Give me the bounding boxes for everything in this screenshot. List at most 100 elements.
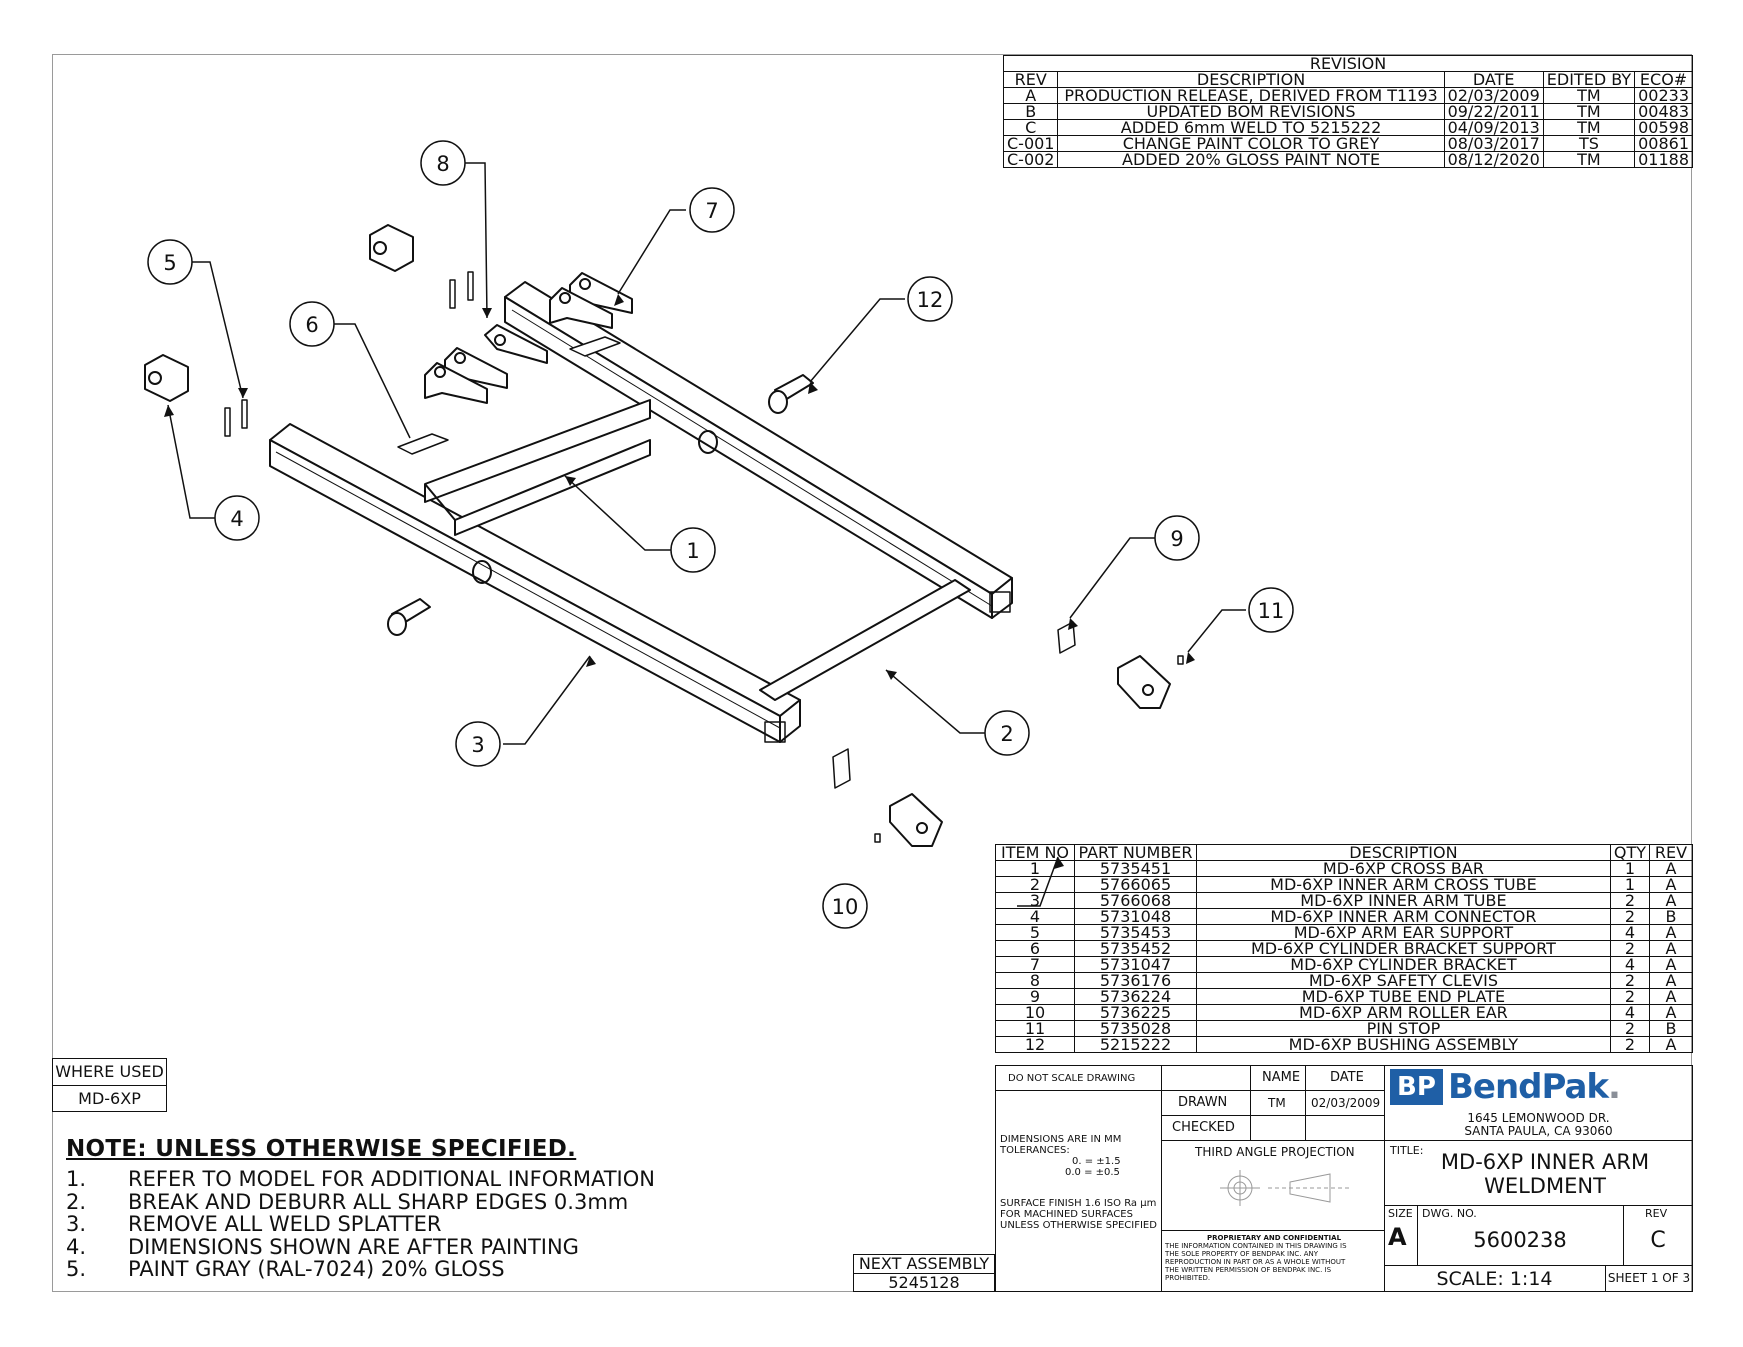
revision-cell: TS (1542, 135, 1636, 152)
bom-cell: MD-6XP CYLINDER BRACKET SUPPORT (1196, 940, 1611, 957)
balloon-label: 2 (1000, 722, 1013, 746)
drawn-date: 02/03/2009 (1311, 1096, 1381, 1110)
drawn-name: TM (1268, 1096, 1286, 1110)
cylinder-bracket-support (397, 433, 449, 455)
safety-clevis (484, 324, 548, 364)
note-item: 4.DIMENSIONS SHOWN ARE AFTER PAINTING (66, 1234, 579, 1259)
cross-bar (424, 399, 651, 536)
bom-cell: A (1649, 940, 1693, 957)
bp-logo-mark: BP (1390, 1069, 1443, 1105)
inner-arm-cross-tube (504, 281, 1013, 619)
balloon-label: 3 (471, 733, 484, 757)
next-assembly-value: 5245128 (888, 1273, 960, 1292)
balloon-label: 7 (705, 199, 718, 223)
revision-cell: TM (1542, 151, 1636, 168)
date-label: DATE (1330, 1070, 1364, 1085)
balloon-label: 6 (305, 313, 318, 337)
balloon-circle (214, 495, 260, 541)
balloon-label: 12 (917, 288, 944, 312)
balloon-leaders (167, 162, 1246, 907)
where-used-label: WHERE USED (53, 1059, 166, 1086)
balloon-circle (147, 239, 193, 285)
revision-cell: C-002 (1002, 151, 1059, 168)
tube-end-piece (759, 579, 971, 701)
balloon-label: 10 (832, 895, 859, 919)
inner-arm-connector (144, 224, 414, 402)
drawing-title: MD-6XP INNER ARM WELDMENT (1440, 1150, 1650, 1198)
revision-table: REVISION REV DESCRIPTION DATE EDITED BY … (1002, 55, 1693, 168)
name-label: NAME (1262, 1070, 1301, 1085)
bom-cell: 5735451 (1074, 860, 1197, 877)
revision-cell: 04/09/2013 (1443, 119, 1544, 136)
bom-cell: A (1649, 1036, 1693, 1053)
rev-value: C (1650, 1228, 1666, 1253)
revision-cell: 08/12/2020 (1443, 151, 1544, 168)
dwg-no-label: DWG. NO. (1422, 1207, 1477, 1220)
drawn-label: DRAWN (1178, 1095, 1228, 1110)
revision-header: REV DESCRIPTION DATE EDITED BY ECO# (1002, 71, 1693, 88)
revision-cell: 00598 (1634, 119, 1693, 136)
inner-arm-tube-front (269, 423, 801, 743)
balloon-label: 9 (1170, 527, 1183, 551)
bom-cell: MD-6XP INNER ARM CROSS TUBE (1196, 876, 1611, 893)
sheet-value: SHEET 1 OF 3 (1607, 1271, 1691, 1285)
do-not-scale: DO NOT SCALE DRAWING (1008, 1073, 1136, 1084)
next-assembly-label: NEXT ASSEMBLY (854, 1255, 994, 1274)
third-angle-projection-icon (1220, 1170, 1350, 1206)
bom-cell: 2 (1609, 1020, 1651, 1037)
balloon-label: 1 (686, 539, 699, 563)
balloon-circle (984, 710, 1030, 756)
arm-roller-ear (889, 655, 1171, 847)
balloon-circle (907, 276, 953, 322)
notes-title: NOTE: UNLESS OTHERWISE SPECIFIED. (66, 1136, 577, 1162)
revision-cell: ADDED 6mm WELD TO 5215222 (1057, 119, 1445, 136)
balloon-circle (1154, 515, 1200, 561)
revision-cell: C (1002, 119, 1059, 136)
balloon-label: 11 (1258, 599, 1285, 623)
bom-cell: 5736176 (1074, 972, 1197, 989)
proprietary-note: PROPRIETARY AND CONFIDENTIAL THE INFORMA… (1165, 1234, 1347, 1282)
bom-header: ITEM NO PART NUMBER DESCRIPTION QTY REV (995, 844, 1693, 861)
revision-cell: ADDED 20% GLOSS PAINT NOTE (1057, 151, 1445, 168)
note-item: 1.REFER TO MODEL FOR ADDITIONAL INFORMAT… (66, 1167, 655, 1191)
bom-cell: 5215222 (1074, 1036, 1197, 1053)
revision-cell: 00483 (1634, 103, 1693, 120)
revision-cell: 01188 (1634, 151, 1693, 168)
where-used-value: MD-6XP (78, 1089, 141, 1108)
balloon-circle (822, 883, 868, 929)
bom-cell: PIN STOP (1196, 1020, 1611, 1037)
dwg-no-value: 5600238 (1473, 1228, 1567, 1252)
bendpak-logo: BP BendPak. (1390, 1067, 1690, 1107)
bom-cell: 5731047 (1074, 956, 1197, 973)
balloon-circle (670, 527, 716, 573)
revision-cell: 00861 (1634, 135, 1693, 152)
size-value: A (1388, 1223, 1407, 1251)
pin-stop (874, 655, 1184, 843)
bill-of-materials: ITEM NO PART NUMBER DESCRIPTION QTY REV … (995, 844, 1693, 1053)
where-used-box: WHERE USED MD-6XP (52, 1058, 167, 1112)
balloon-circle (689, 187, 735, 233)
company-address: 1645 LEMONWOOD DR. SANTA PAULA, CA 93060 (1464, 1111, 1613, 1138)
balloon-circle (289, 301, 335, 347)
bom-cell: 2 (1609, 1036, 1651, 1053)
balloon-circle (455, 721, 501, 767)
size-label: SIZE (1388, 1207, 1413, 1220)
note-item: 5.PAINT GRAY (RAL-7024) 20% GLOSS (66, 1257, 505, 1281)
balloon-circle (420, 140, 466, 186)
balloon-circle (1248, 587, 1294, 633)
surface-finish-note: SURFACE FINISH 1.6 ISO Ra µm FOR MACHINE… (1000, 1198, 1157, 1231)
next-assembly-box: NEXT ASSEMBLY 5245128 (853, 1254, 995, 1292)
title-block (995, 1065, 1693, 1292)
cylinder-bracket-lower (424, 347, 508, 404)
note-item: 3.REMOVE ALL WELD SPLATTER (66, 1212, 442, 1236)
revision-cell: 08/03/2017 (1443, 135, 1544, 152)
